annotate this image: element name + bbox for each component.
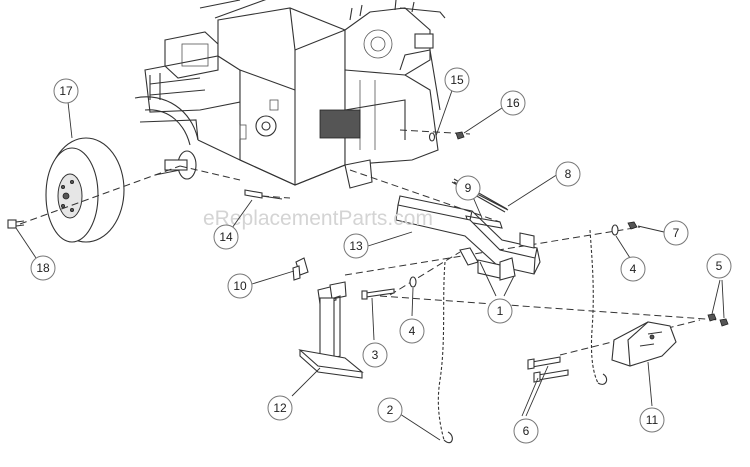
pin-3 xyxy=(361,288,395,300)
callout-9: 9 xyxy=(455,175,481,201)
svg-text:11: 11 xyxy=(646,413,659,427)
watermark: eReplacementParts.com xyxy=(203,207,433,230)
callout-18: 18 xyxy=(30,255,56,281)
svg-text:4: 4 xyxy=(630,262,637,276)
nuts-5 xyxy=(707,313,729,327)
bracket-1 xyxy=(459,247,516,281)
callout-3: 3 xyxy=(362,342,388,368)
callout-13: 13 xyxy=(343,233,369,259)
callout-5: 5 xyxy=(706,253,732,279)
callout-8: 8 xyxy=(555,161,581,187)
callout-16: 16 xyxy=(500,90,526,116)
safety-chain-right xyxy=(589,229,608,385)
engine xyxy=(319,0,446,166)
callout-14: 14 xyxy=(213,224,239,250)
callout-7: 7 xyxy=(663,220,689,246)
callout-10: 10 xyxy=(227,273,253,299)
jack-stand-12 xyxy=(298,281,364,379)
svg-text:12: 12 xyxy=(273,401,287,415)
svg-text:3: 3 xyxy=(372,348,379,362)
svg-text:4: 4 xyxy=(409,324,416,338)
callout-11: 11 xyxy=(639,407,665,433)
callout-1: 1 xyxy=(487,298,513,324)
washer-4-middle xyxy=(409,276,417,288)
svg-text:7: 7 xyxy=(673,226,680,240)
callout-4-middle: 4 xyxy=(399,318,425,344)
safety-chain-left xyxy=(437,261,453,444)
svg-text:8: 8 xyxy=(565,167,572,181)
callout-12: 12 xyxy=(267,395,293,421)
svg-text:2: 2 xyxy=(387,403,394,417)
callout-4-right: 4 xyxy=(620,256,646,282)
svg-text:10: 10 xyxy=(233,279,247,293)
washer-15 xyxy=(428,132,436,142)
bolt-14 xyxy=(244,189,283,200)
svg-text:18: 18 xyxy=(36,261,50,275)
wheel-tire xyxy=(45,137,125,243)
hub-bolt xyxy=(7,219,25,229)
callout-15: 15 xyxy=(444,67,470,93)
svg-text:5: 5 xyxy=(716,259,723,273)
callout-6: 6 xyxy=(513,418,539,444)
svg-text:6: 6 xyxy=(523,424,530,438)
svg-text:17: 17 xyxy=(59,84,73,98)
chipper-machine-body xyxy=(134,0,446,189)
svg-text:15: 15 xyxy=(450,73,464,87)
nut-7 xyxy=(627,221,638,230)
svg-text:9: 9 xyxy=(465,181,472,195)
callout-17: 17 xyxy=(53,78,79,104)
coupler-11 xyxy=(611,321,677,367)
svg-text:1: 1 xyxy=(497,304,504,318)
nut-16 xyxy=(455,131,465,140)
bracket-10 xyxy=(292,257,309,281)
callout-2: 2 xyxy=(377,397,403,423)
svg-text:14: 14 xyxy=(219,230,233,244)
svg-text:13: 13 xyxy=(349,239,363,253)
tongue-tube-13 xyxy=(395,195,541,275)
svg-text:16: 16 xyxy=(506,96,520,110)
washer-4-right xyxy=(611,224,619,236)
bolts-6 xyxy=(527,356,569,383)
